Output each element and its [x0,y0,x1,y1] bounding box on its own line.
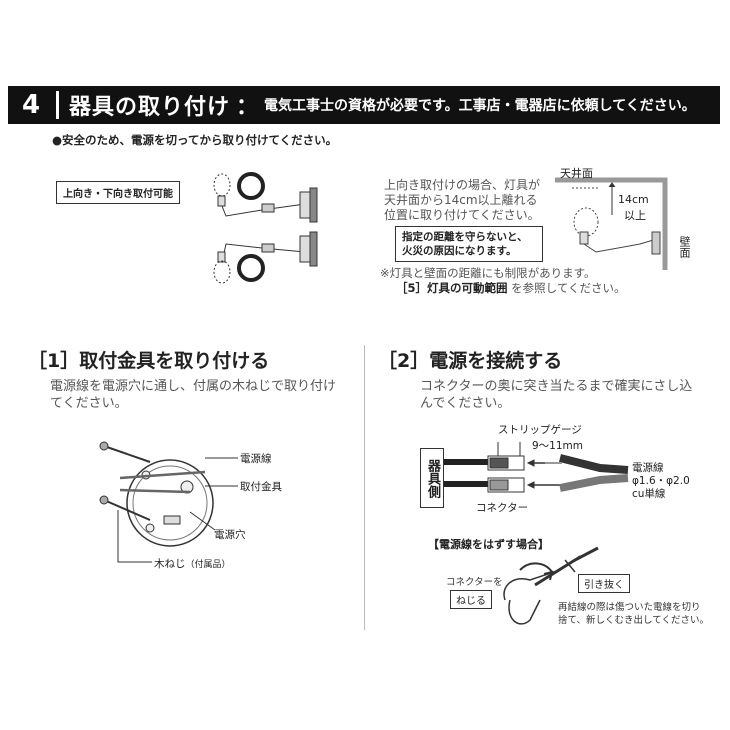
footnote-rest: を参照してください。 [507,281,626,295]
wire-spec-line: φ1.6・φ2.0 [632,475,690,487]
section-title: 器具の取り付け [69,95,231,120]
device-side-label: 器具側 [420,448,444,508]
header-colon: ： [236,95,259,120]
column-divider [364,345,365,630]
step2-description: コネクターの奥に突き当たるまで確実にさし込 んでください。 [420,378,720,412]
bracket-label: 取付金具 [240,481,282,493]
step1-desc-line: 電源線を電源穴に通し、付属の木ねじで取り付け [50,379,337,394]
safety-note: ●安全のため、電源を切ってから取り付けてください。 [52,133,338,147]
clearance-distance-suffix: 以上 [624,209,646,222]
step1-description: 電源線を電源穴に通し、付属の木ねじで取り付け てください。 [50,378,350,412]
step2-title: ［2］電源を接続する [378,350,563,372]
header-divider [56,91,59,119]
clearance-line: 位置に取り付けてください。 [384,208,540,222]
wall-label: 壁面 [678,236,691,258]
clearance-line: 天井面から14cm以上離れる [384,193,538,207]
wire-spec: 電源線 φ1.6・φ2.0 cu単線 [632,462,690,501]
removal-hand-diagram [503,546,599,625]
mount-orientation-tag: 上向き・下向き取付可能 [56,181,180,204]
mounting-bracket-diagram [99,441,238,563]
strip-gauge-label: ストリップゲージ [498,424,582,436]
warning-line: 火災の原因になります。 [402,245,517,257]
power-wire-label: 電源線 [240,453,272,465]
step1-title: ［1］取付金具を取り付ける [28,350,270,372]
accessory-note: （付属品） [185,560,231,570]
ceiling-label: 天井面 [560,167,593,180]
power-hole-label: 電源穴 [214,529,246,541]
clearance-footnote: ※灯具と壁面の距離にも制限があります。 ［5］灯具の可動範囲 を参照してください… [380,266,625,296]
connector-diagram [444,442,629,493]
fire-warning-box: 指定の距離を守らないと、 火災の原因になります。 [395,226,543,262]
warning-line: 指定の距離を守らないと、 [402,231,528,243]
movable-range-reference: ［5］灯具の可動範囲 [396,281,508,295]
wood-screw-label: 木ねじ（付属品） [154,556,231,571]
section-header: 4 器具の取り付け ： 電気工事士の資格が必要です。工事店・電器店に依頼してくだ… [8,86,720,124]
wire-spec-line: 電源線 [632,462,664,474]
rewire-line: 捨て、新しくむき出してください。 [558,615,709,626]
step2-desc-line: コネクターの奥に突き当たるまで確実にさし込 [420,379,693,394]
twist-box: ねじる [450,590,492,609]
pull-out-box: 引き抜く [578,574,630,593]
twist-instruction: コネクターを [446,577,503,588]
ceiling-wall-diagram [555,177,668,270]
clearance-instructions: 上向き取付けの場合、灯具が 天井面から14cm以上離れる 位置に取り付けてくださ… [384,178,554,223]
header-note: 電気工事士の資格が必要です。工事店・電器店に依頼してください。 [264,98,696,114]
step1-desc-line: てください。 [50,396,128,411]
step2-desc-line: んでください。 [420,396,511,411]
wire-spec-line: cu単線 [632,488,666,500]
strip-length-label: 9～11mm [532,440,583,452]
removal-title: 【電源線をはずす場合】 [428,538,549,551]
footnote-line: ※灯具と壁面の距離にも制限があります。 [380,266,596,280]
connector-label: コネクター [476,502,529,514]
rewire-note: 再結線の際は傷ついた電線を切り 捨て、新しくむき出してください。 [558,601,709,627]
section-number: 4 [21,90,41,120]
clearance-distance: 14cm [618,193,649,206]
rewire-line: 再結線の際は傷ついた電線を切り [558,602,701,613]
fixture-downward-icon [213,231,318,284]
fixture-upward-icon [213,172,318,223]
clearance-line: 上向き取付けの場合、灯具が [384,178,541,192]
wood-screw-text: 木ねじ [154,558,186,570]
